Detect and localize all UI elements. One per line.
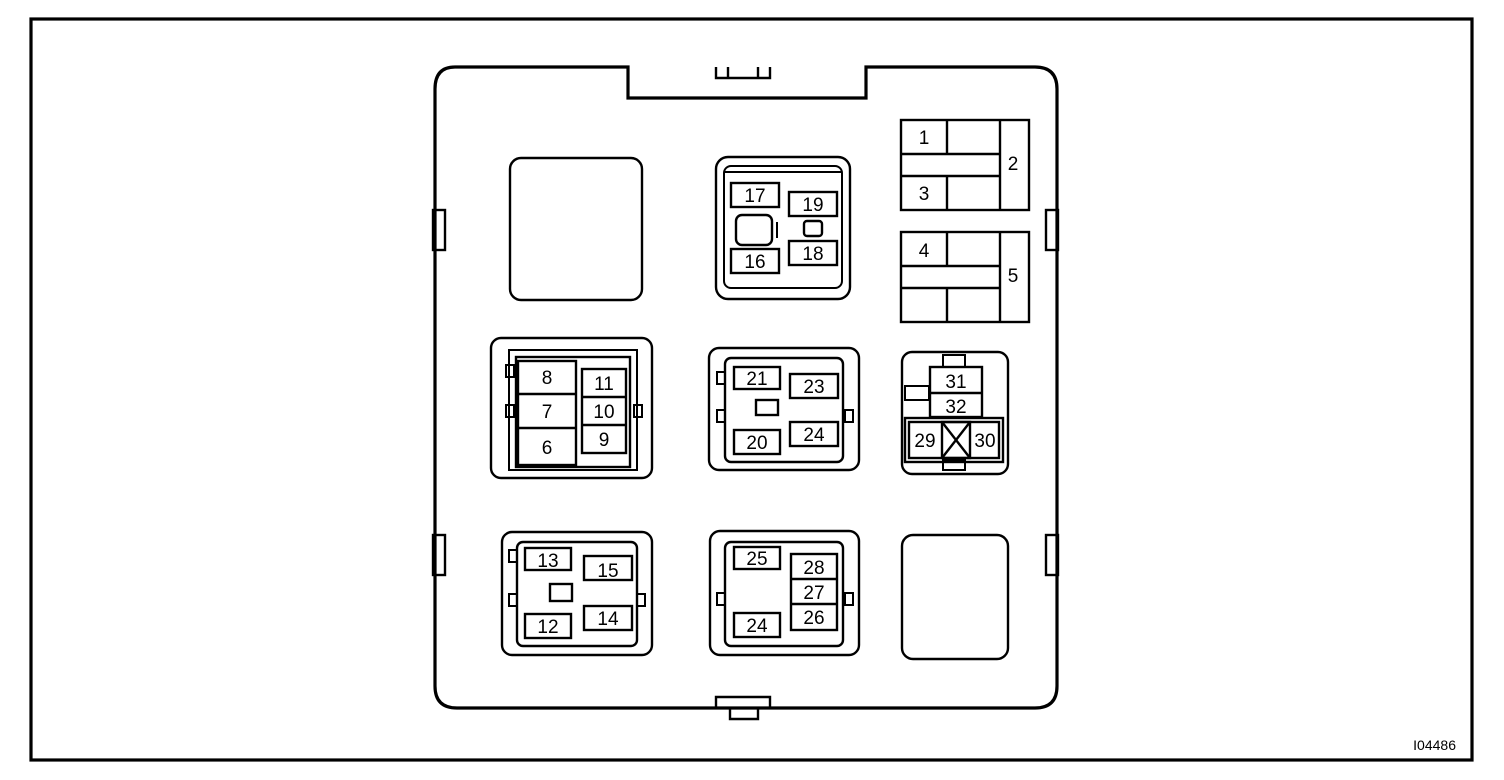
left-latch-upper	[431, 208, 447, 252]
terminal-label: 16	[744, 252, 765, 273]
relay-20-24	[707, 346, 861, 472]
terminal-label: 27	[803, 583, 824, 604]
terminal-label: 30	[974, 431, 995, 452]
relay-12-15	[500, 530, 654, 657]
relay-24-28	[708, 529, 861, 657]
terminal-label: 29	[914, 431, 935, 452]
terminal-label: 1	[919, 128, 930, 149]
connector-29-32	[900, 350, 1010, 476]
terminal-label: 14	[597, 609, 619, 630]
empty-cavity-top-left	[508, 156, 644, 302]
terminal-label: 15	[597, 561, 618, 582]
terminal-label: 24	[746, 616, 768, 637]
terminal-label: 3	[919, 184, 930, 205]
terminal-label: 4	[919, 241, 930, 262]
terminal-label: 24	[803, 425, 825, 446]
right-latch-upper	[1044, 208, 1060, 252]
figure-frame	[29, 17, 1474, 762]
terminal-label: 5	[1008, 266, 1019, 287]
top-latch	[714, 67, 772, 80]
figure-id: I04486	[1413, 737, 1456, 753]
empty-cavity-bottom-right	[900, 533, 1010, 661]
fuse-slot-group	[899, 118, 1031, 324]
relay-block-housing	[433, 65, 1059, 710]
terminal-label: 31	[945, 372, 966, 393]
terminal-label: 11	[594, 374, 614, 395]
terminal-label: 12	[537, 617, 558, 638]
terminal-label: 9	[599, 430, 610, 451]
terminal-label: 25	[746, 549, 767, 570]
terminal-label: 21	[746, 369, 767, 390]
terminal-label: 6	[542, 438, 553, 459]
terminal-label: 19	[802, 195, 823, 216]
terminal-label: 7	[542, 402, 553, 423]
bottom-latch	[714, 695, 772, 721]
relay-16-19	[714, 155, 852, 301]
right-latch-lower	[1044, 533, 1060, 577]
terminal-label: 10	[593, 402, 614, 423]
terminal-label: 17	[744, 186, 765, 207]
relay-6-11	[489, 336, 654, 480]
terminal-label: 13	[537, 551, 558, 572]
terminal-label: 20	[746, 433, 767, 454]
left-latch-lower	[431, 533, 447, 577]
terminal-label: 2	[1008, 154, 1019, 175]
terminal-label: 8	[542, 368, 553, 389]
terminal-label: 28	[803, 558, 824, 579]
terminal-label: 26	[803, 608, 824, 629]
terminal-label: 23	[803, 377, 824, 398]
terminal-label: 18	[802, 244, 823, 265]
terminal-labels: 1 2 3 4 5 6 7 8 9 10 11 12 13 14 15 16 1…	[537, 128, 1018, 638]
terminal-label: 32	[945, 397, 966, 418]
